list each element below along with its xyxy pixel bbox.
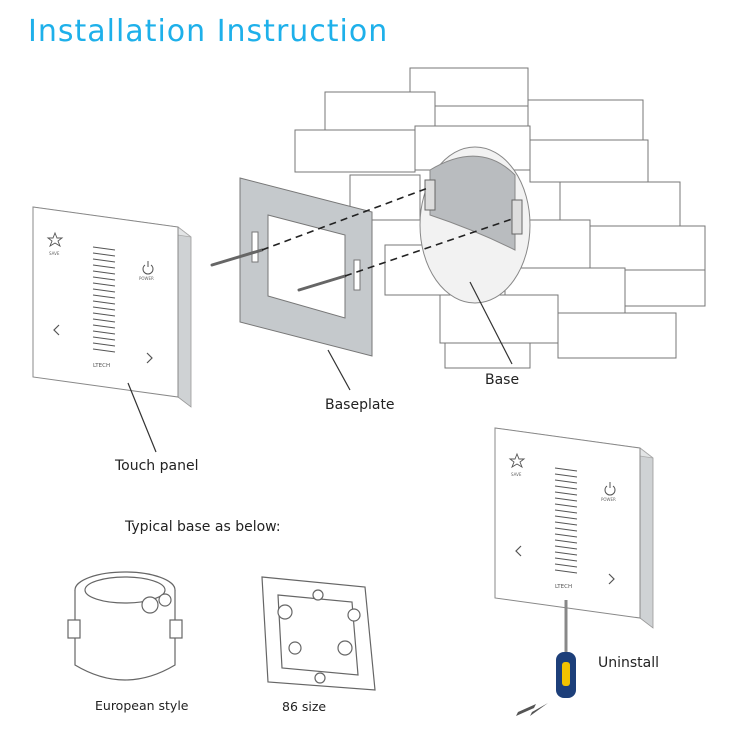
brick-wall bbox=[294, 67, 706, 369]
save-label: SAVE bbox=[511, 472, 522, 477]
screwdriver-icon bbox=[556, 600, 576, 698]
leader-lines bbox=[127, 281, 513, 453]
86-size-base bbox=[261, 576, 376, 691]
alignment-lines bbox=[261, 187, 516, 277]
screws bbox=[210, 248, 347, 292]
touch-panel: SAVE POWER LTECH bbox=[32, 206, 192, 408]
power-label: POWER bbox=[139, 276, 154, 281]
typical-base-heading: Typical base as below: bbox=[125, 519, 281, 535]
page-title: Installation Instruction bbox=[28, 14, 389, 49]
wall-base-box bbox=[419, 146, 531, 304]
uninstall-label: Uninstall bbox=[598, 655, 660, 671]
brand-label: LTECH bbox=[93, 363, 110, 369]
european-style-label: European style bbox=[95, 698, 189, 713]
baseplate-label: Baseplate bbox=[325, 397, 395, 413]
save-label: SAVE bbox=[49, 251, 60, 256]
brand-label: LTECH bbox=[555, 584, 572, 590]
touch-panel-uninstall: SAVE POWER LTECH bbox=[494, 427, 654, 629]
touch-panel-label: Touch panel bbox=[115, 458, 199, 474]
pull-direction-arrow-icon bbox=[516, 703, 548, 716]
european-style-base bbox=[67, 571, 183, 681]
power-label: POWER bbox=[601, 497, 616, 502]
86-size-label: 86 size bbox=[282, 699, 327, 714]
base-label: Base bbox=[485, 372, 520, 388]
